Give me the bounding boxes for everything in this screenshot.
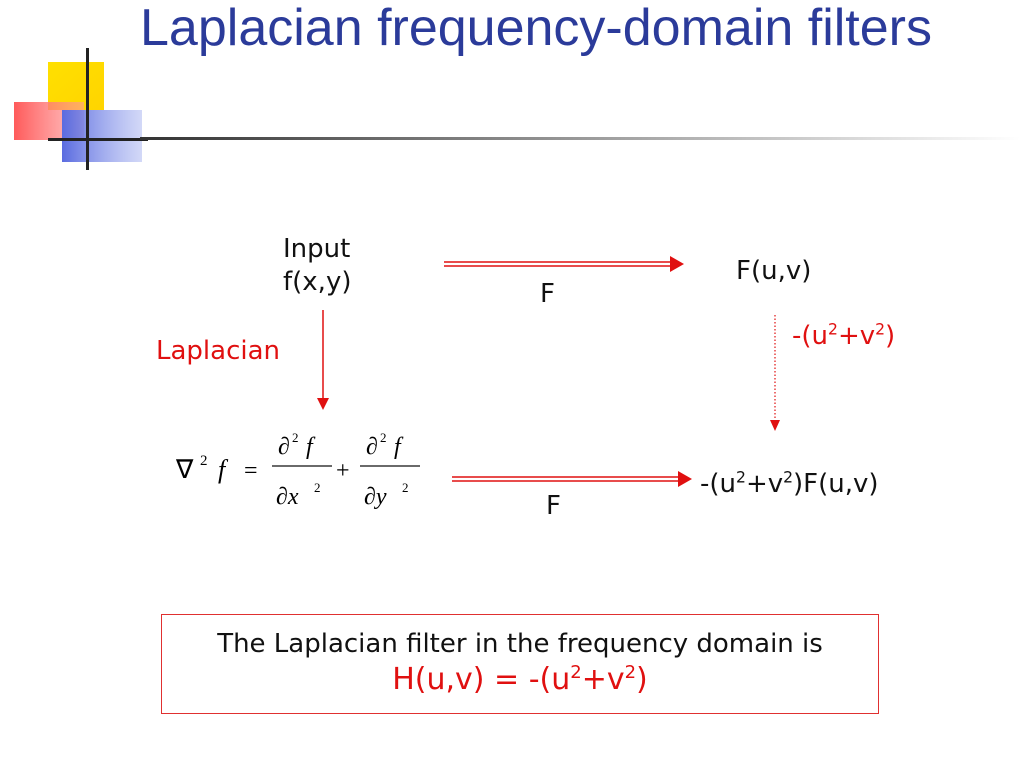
laplacian-operator-label: Laplacian xyxy=(156,336,281,366)
top-result-label: F(u,v) xyxy=(736,256,812,286)
slide-logo xyxy=(14,48,148,170)
fraction2-denominator: ∂y xyxy=(364,484,387,510)
input-label-line1: Input xyxy=(283,234,351,264)
multiply-down-arrowhead xyxy=(770,420,780,431)
top-transform-label: F xyxy=(540,279,555,309)
fraction1-numerator-partial: ∂ xyxy=(278,434,290,460)
summary-text: The Laplacian filter in the frequency do… xyxy=(217,629,823,659)
formula-nabla-exp: 2 xyxy=(200,453,208,469)
fraction1-denominator-exp: 2 xyxy=(314,480,321,495)
formula-plus: + xyxy=(336,458,350,484)
slide-title: Laplacian frequency-domain filters xyxy=(140,0,932,57)
summary-box: The Laplacian filter in the frequency do… xyxy=(161,614,879,714)
title-underline xyxy=(140,137,1020,140)
frequency-multiplier-label: -(u2+v2) xyxy=(792,320,896,351)
input-label: Input f(x,y) xyxy=(283,233,351,299)
top-forward-arrowhead xyxy=(670,256,684,272)
top-forward-arrow xyxy=(444,261,672,267)
fraction2-numerator-partial: ∂ xyxy=(366,434,378,460)
fraction2-numerator-exp: 2 xyxy=(380,430,387,445)
fraction1-denominator: ∂x xyxy=(276,484,299,510)
formula-nabla: ∇ xyxy=(175,455,194,484)
summary-formula: H(u,v) = -(u2+v2) xyxy=(392,662,648,697)
bottom-forward-arrow xyxy=(452,476,680,482)
formula-equals: = xyxy=(244,458,258,484)
laplacian-formula: ∇ 2 f = ∂ 2 f ∂x 2 + ∂ 2 f ∂y 2 xyxy=(175,430,420,510)
bottom-transform-label: F xyxy=(546,491,561,521)
fraction2-numerator-f: f xyxy=(394,434,404,460)
fraction2-denominator-exp: 2 xyxy=(402,480,409,495)
bottom-result-label: -(u2+v2)F(u,v) xyxy=(700,468,879,499)
fraction1-numerator-exp: 2 xyxy=(292,430,299,445)
laplacian-down-arrowhead xyxy=(317,398,329,410)
fraction1-numerator-f: f xyxy=(306,434,316,460)
bottom-forward-arrowhead xyxy=(678,471,692,487)
input-label-line2: f(x,y) xyxy=(283,267,352,297)
formula-f: f xyxy=(218,455,229,484)
